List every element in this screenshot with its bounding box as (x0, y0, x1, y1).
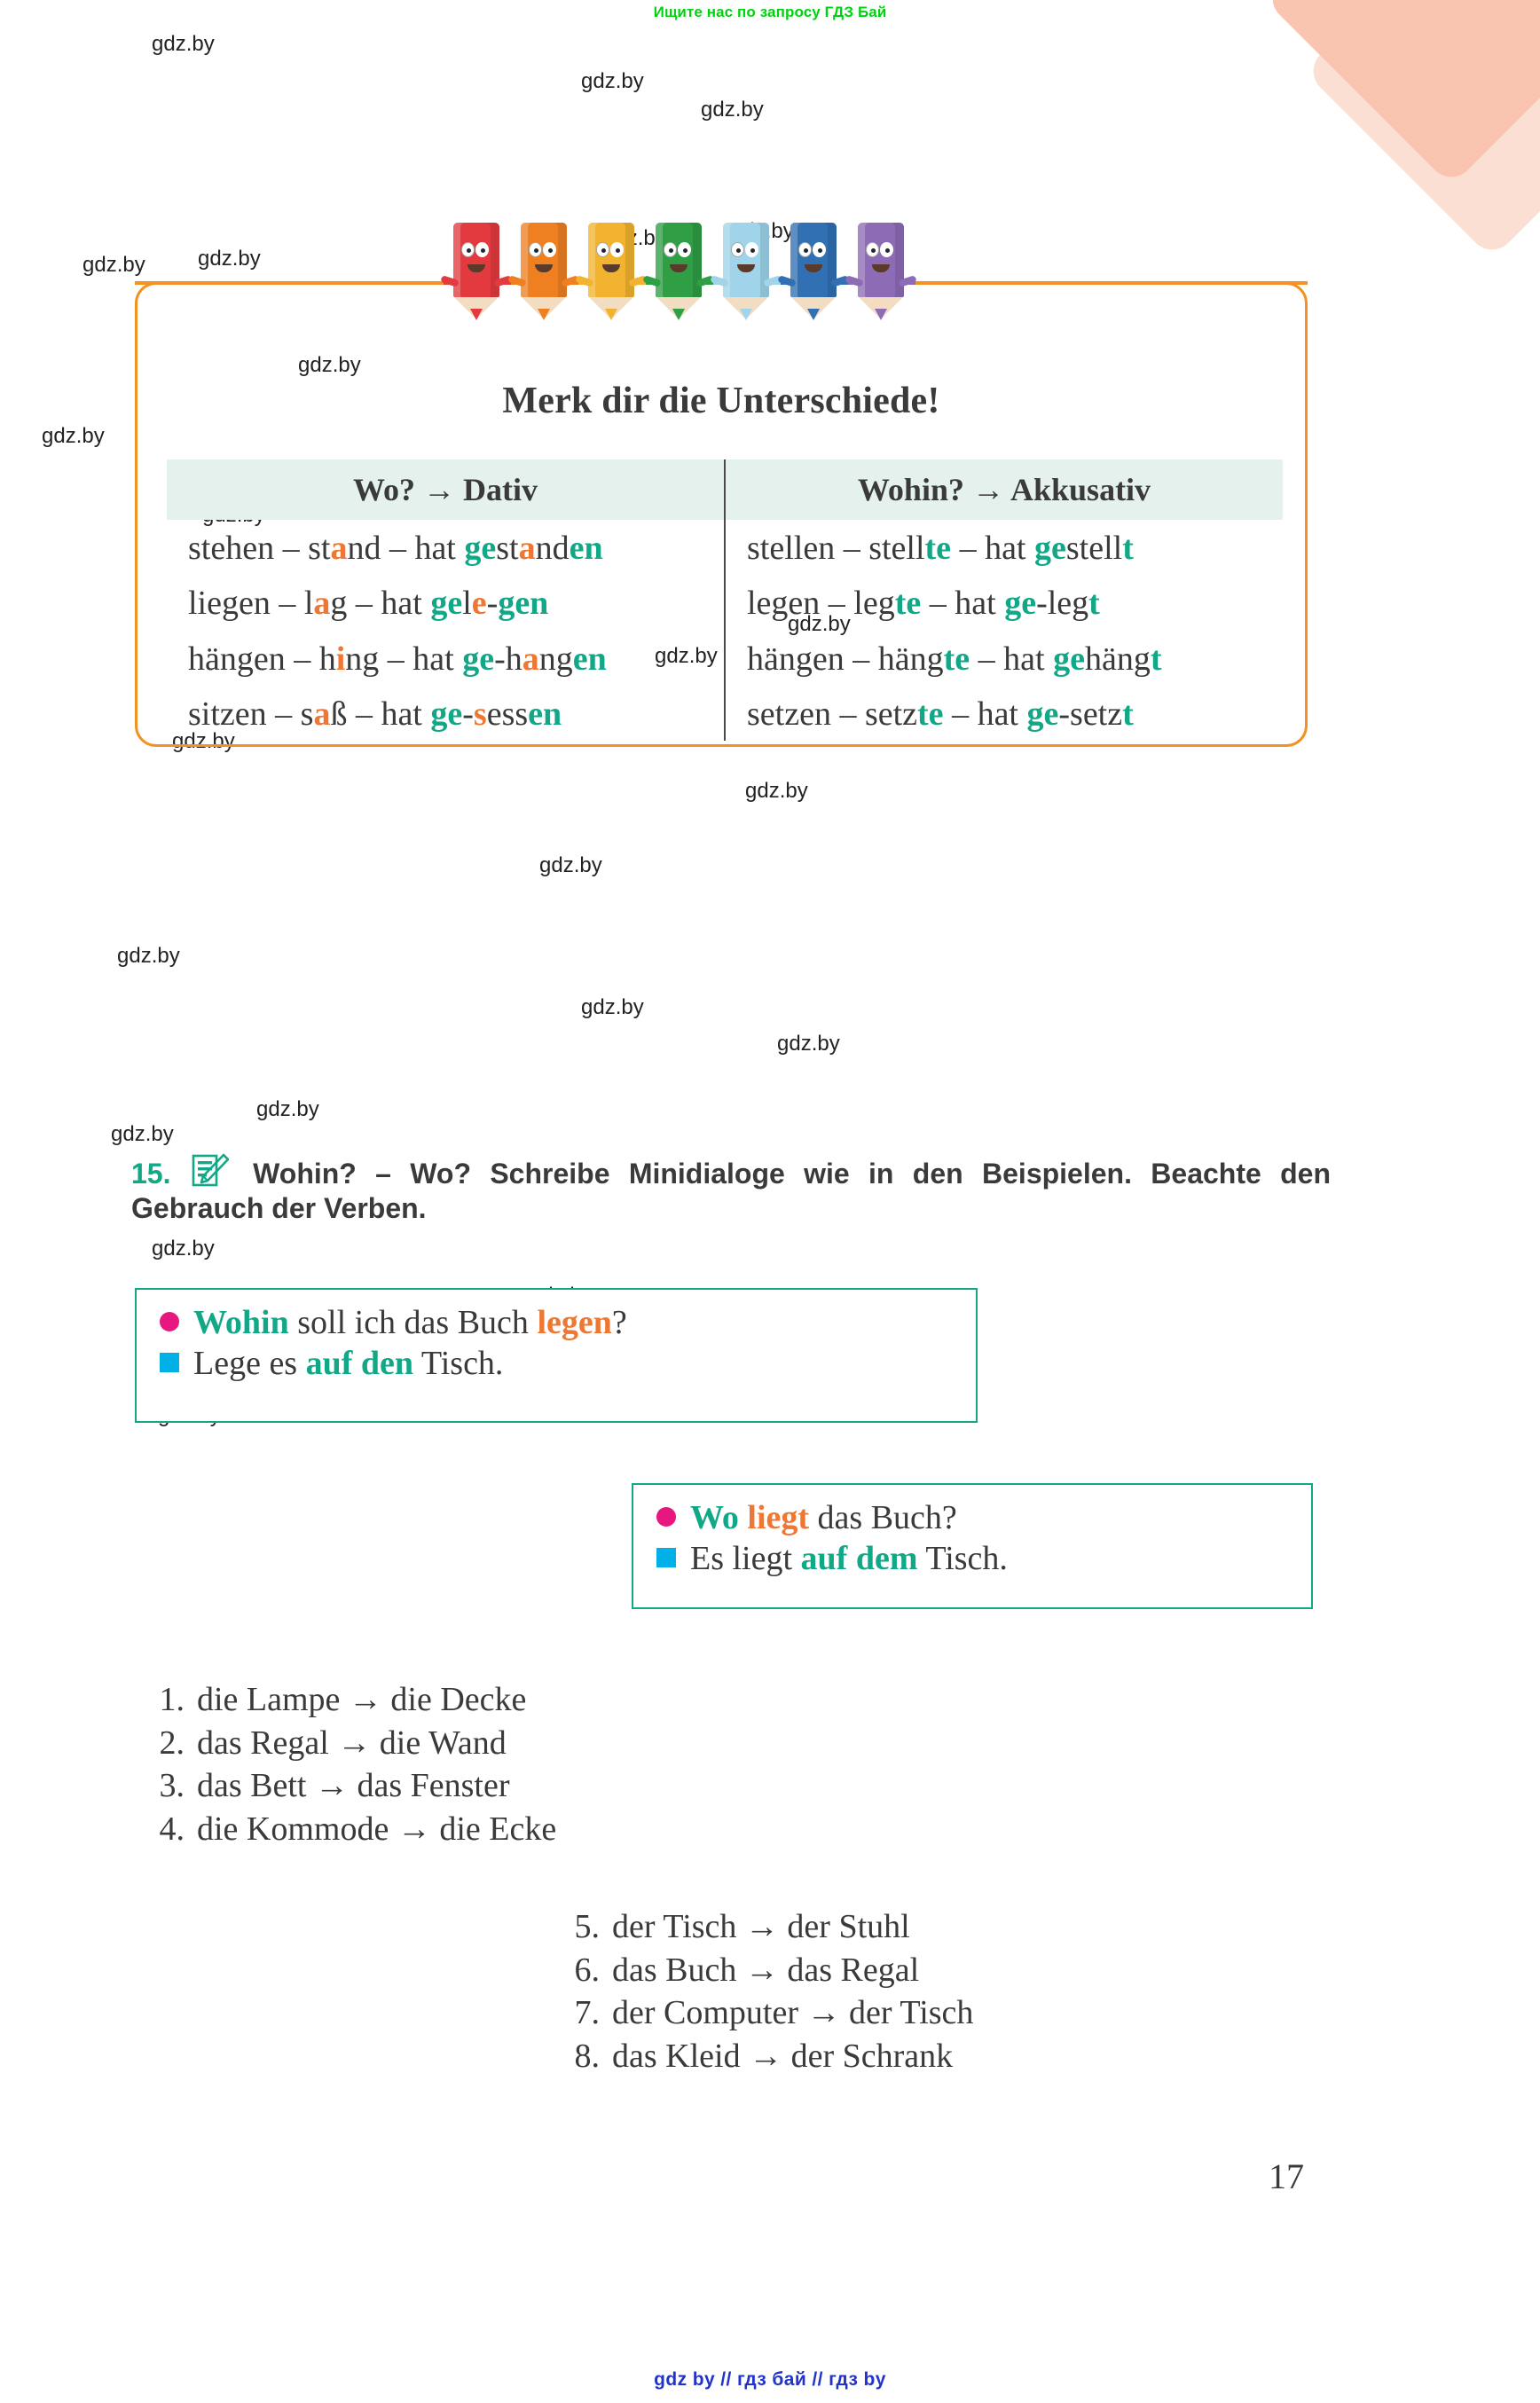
list-item-number: 5. (574, 1908, 601, 1945)
list-item-number: 7. (574, 1994, 601, 2032)
table-body: stehen – stand – hat gestanden liegen – l… (167, 520, 1283, 742)
list-item-number: 6. (574, 1951, 601, 1989)
verb-row: liegen – lag – hat gele-gen (188, 585, 549, 623)
list-item: 2. das Regal → die Wand (133, 1722, 556, 1765)
verb-row: hängen – hängte – hat gehängt (747, 640, 1162, 678)
list-item-text: der Tisch → der Stuhl (612, 1908, 910, 1945)
dialogue-question-text: Wohin soll ich das Buch legen? (193, 1304, 627, 1341)
watermark-label: gdz.by (152, 32, 215, 56)
dialogue-answer-text: Lege es auf den Tisch. (193, 1345, 504, 1383)
list-item-number: 3. (159, 1767, 185, 1805)
watermark-label: gdz.by (82, 253, 145, 277)
watermark-label: gdz.by (701, 98, 764, 122)
list-item-text: das Bett → das Fenster (197, 1767, 510, 1805)
example-dialogue-box-2: Wo liegt das Buch? Es liegt auf dem Tisc… (632, 1483, 1313, 1609)
watermark-label: gdz.by (745, 779, 808, 803)
bullet-square-icon (656, 1548, 676, 1568)
column-header-akkusativ: Wohin? → Akkusativ (857, 472, 1151, 507)
task-text: Wohin? – Wo? Schreibe Minidialoge wie in… (131, 1158, 1332, 1225)
watermark-label: gdz.by (539, 853, 602, 877)
list-item-text: der Computer → der Tisch (612, 1994, 974, 2032)
pencil-character (710, 223, 782, 322)
list-item-text: das Buch → das Regal (612, 1951, 920, 1989)
list-item-number: 4. (159, 1810, 185, 1848)
dialogue-question-row: Wo liegt das Buch? (656, 1497, 1293, 1538)
verb-row: sitzen – saß – hat ge-sessen (188, 695, 562, 733)
verb-row: hängen – hing – hat ge-hangen (188, 640, 607, 678)
watermark-label: gdz.by (198, 247, 261, 271)
watermark-label: gdz.by (581, 69, 644, 93)
watermark-label: gdz.by (581, 995, 644, 1019)
task-number: 15. (131, 1158, 171, 1190)
pencil-character (845, 223, 917, 322)
list-item: 7. der Computer → der Tisch (548, 1991, 974, 2035)
watermark-label: gdz.by (777, 1032, 840, 1056)
dialogue-answer-text: Es liegt auf dem Tisch. (690, 1540, 1008, 1578)
task-15-instruction: 15. Wohin? – Wo? Schreibe Minidialoge wi… (131, 1153, 1331, 1226)
example-dialogue-box-1: Wohin soll ich das Buch legen? Lege es a… (135, 1288, 978, 1423)
promo-top-banner: Ищите нас по запросу ГДЗ Бай (653, 4, 887, 20)
verb-row: stellen – stellte – hat gestellt (747, 530, 1134, 567)
exercise-items-list-right: 5. der Tisch → der Stuhl 6. das Buch → das … (548, 1905, 974, 2078)
pencil-character (575, 223, 648, 322)
list-item: 8. das Kleid → der Schrank (548, 2035, 973, 2078)
verb-row: stehen – stand – hat gestanden (188, 530, 603, 567)
list-item-text: das Kleid → der Schrank (612, 2037, 954, 2075)
corner-chevron-back (1303, 0, 1540, 260)
exercise-items-list-left: 1. die Lampe → die Decke 2. das Regal → die… (133, 1678, 557, 1851)
table-column-akkusativ: stellen – stellte – hat gestellt legen – … (726, 520, 1283, 741)
pencil-character (507, 223, 580, 322)
corner-chevron-front (1262, 0, 1540, 187)
watermark-label: gdz.by (42, 424, 105, 448)
list-item-number: 8. (574, 2037, 601, 2075)
list-item: 4. die Kommode → die Ecke (133, 1808, 557, 1851)
list-item-number: 1. (159, 1681, 185, 1718)
write-note-icon (192, 1153, 230, 1189)
dialogue-question-text: Wo liegt das Buch? (690, 1499, 957, 1536)
dialogue-answer-row: Lege es auf den Tisch. (160, 1343, 958, 1384)
pencil-character (642, 223, 715, 322)
column-header-dativ: Wo? → Dativ (167, 459, 726, 520)
dialogue-question-row: Wohin soll ich das Buch legen? (160, 1302, 958, 1343)
list-item-text: die Kommode → die Ecke (197, 1810, 557, 1848)
list-item: 3. das Bett → das Fenster (133, 1764, 556, 1808)
bullet-dot-icon (160, 1312, 179, 1331)
list-item-number: 2. (159, 1724, 185, 1762)
watermark-label: gdz.by (111, 1122, 174, 1146)
list-item-text: die Lampe → die Decke (197, 1681, 527, 1718)
verb-comparison-table: Wo? → Dativ Wohin? → Akkusativ stehen – … (167, 459, 1283, 742)
watermark-label: gdz.by (256, 1097, 319, 1121)
pencil-character (440, 223, 513, 322)
list-item-text: das Regal → die Wand (197, 1724, 507, 1762)
rule-box-title: Merk dir die Unterschiede! (502, 381, 940, 421)
verb-row: setzen – setzte – hat ge-setzt (747, 695, 1134, 733)
page-number: 17 (1269, 2156, 1304, 2196)
list-item: 6. das Buch → das Regal (548, 1949, 973, 1992)
watermark-label: gdz.by (117, 944, 180, 968)
bullet-square-icon (160, 1353, 179, 1373)
table-header-row: Wo? → Dativ Wohin? → Akkusativ (167, 459, 1283, 520)
promo-bottom-banner: gdz by // гдз бай // гдз by (654, 2369, 886, 2390)
watermark-label: gdz.by (152, 1237, 215, 1260)
list-item: 5. der Tisch → der Stuhl (548, 1905, 973, 1949)
verb-row: legen – legte – hat ge-legt (747, 585, 1100, 623)
pencil-character (777, 223, 850, 322)
table-column-dativ: stehen – stand – hat gestanden liegen – l… (167, 520, 726, 742)
bullet-dot-icon (656, 1507, 676, 1527)
list-item: 1. die Lampe → die Decke (133, 1678, 556, 1722)
pencil-characters-illustration (440, 217, 985, 322)
dialogue-answer-row: Es liegt auf dem Tisch. (656, 1538, 1293, 1579)
